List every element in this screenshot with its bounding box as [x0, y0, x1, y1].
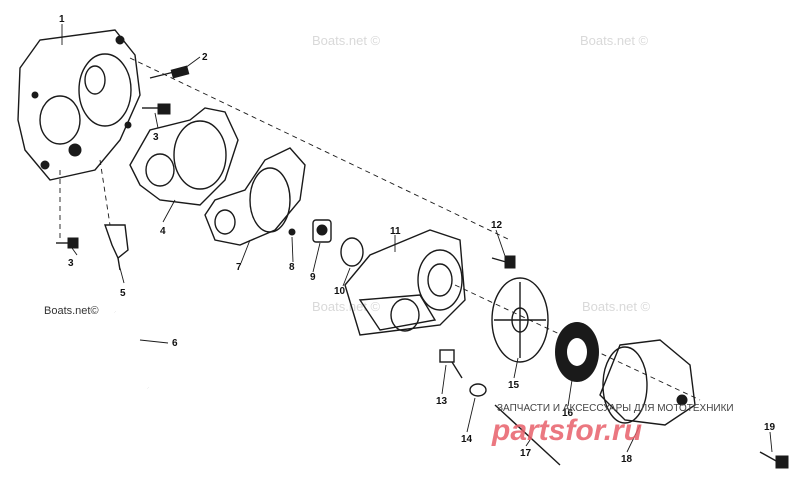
- part-bolt-housing: [491, 255, 516, 269]
- callout-13: 13: [436, 396, 448, 407]
- assembly-axis-upper: [129, 57, 511, 241]
- part-bolt-cap: [759, 451, 789, 469]
- part-nozzle: [439, 349, 463, 379]
- callout-15: 15: [508, 380, 520, 391]
- callout-3-bottom: 3: [68, 258, 74, 269]
- callout-2: 2: [202, 52, 208, 63]
- shop-watermark-tagline: ЗАПЧАСТИ И АКСЕССУАРЫ ДЛЯ МОТОТЕХНИКИ: [497, 403, 734, 414]
- part-pump-housing: [344, 229, 466, 336]
- part-gasket-large: [129, 107, 239, 206]
- watermark-boats-top-right: Boats.net ©: [580, 33, 649, 48]
- part-bolt-small-bottom: [56, 237, 79, 249]
- callout-14: 14: [461, 434, 473, 445]
- shop-watermark-brand: partsfor.ru: [491, 414, 642, 447]
- part-o-ring: [340, 237, 364, 267]
- part-seal-ring: [555, 322, 599, 382]
- callout-10: 10: [334, 286, 346, 297]
- callout-3-top: 3: [153, 132, 159, 143]
- part-cover-plate: [17, 29, 141, 181]
- callout-17: 17: [520, 448, 532, 459]
- callout-7: 7: [236, 262, 242, 273]
- part-valve: [312, 219, 332, 243]
- watermark-boats-mid: Boats.net ©: [312, 299, 381, 314]
- watermark-boats-left: Boats.net©: [44, 305, 99, 317]
- part-pump-cap: [599, 339, 696, 426]
- part-elbow-fitting: [104, 224, 129, 271]
- watermark-boats-top-center: Boats.net ©: [312, 33, 381, 48]
- leader-lines: [61, 24, 773, 453]
- callout-4: 4: [160, 226, 166, 237]
- part-hose: [113, 311, 150, 389]
- callout-16: 16: [562, 408, 574, 419]
- part-bolt-upper: [149, 65, 190, 79]
- part-gasket-second: [204, 147, 306, 246]
- watermark-boats-right: Boats.net ©: [582, 299, 651, 314]
- part-small-screw: [288, 228, 296, 236]
- part-clip: [469, 383, 487, 397]
- callout-18: 18: [621, 454, 633, 465]
- callout-12: 12: [491, 220, 503, 231]
- assembly-axis-elbow: [99, 159, 111, 226]
- callout-9: 9: [310, 272, 316, 283]
- callout-8: 8: [289, 262, 295, 273]
- callout-6: 6: [172, 338, 178, 349]
- callout-11: 11: [390, 226, 401, 237]
- part-tube: [494, 404, 561, 466]
- callout-1: 1: [59, 14, 65, 25]
- callout-5: 5: [120, 288, 126, 299]
- callout-19: 19: [764, 422, 776, 433]
- part-impeller-disk: [491, 277, 549, 363]
- part-bolt-small-top: [142, 103, 171, 115]
